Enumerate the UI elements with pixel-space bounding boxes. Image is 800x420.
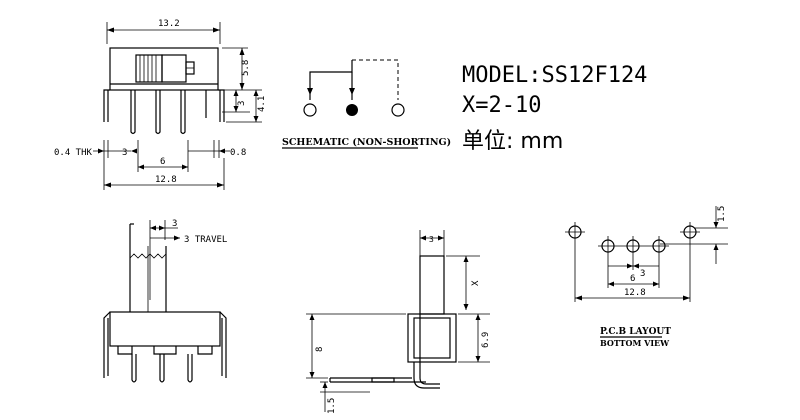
travel-value: 3: [172, 219, 177, 229]
side-x-dim: X: [471, 280, 481, 286]
travel-label: 3 TRAVEL: [184, 235, 227, 245]
specs: MODEL:SS12F124 X=2-10 单位: mm: [462, 63, 647, 154]
pcb-subtitle: BOTTOM VIEW: [600, 338, 670, 348]
pcb-pin-span: 6: [630, 274, 635, 284]
front-view: 13.2 5.8: [54, 19, 267, 190]
x-range-text: X=2-10: [462, 93, 541, 118]
side-overall-height: 8: [315, 347, 325, 352]
dim-thickness: 0.4 THK: [54, 148, 93, 158]
pcb-holes: [565, 222, 700, 256]
terminal-left: [303, 103, 317, 117]
side-offset: 1.5: [327, 398, 337, 414]
pcb-outer-span: 12.8: [624, 288, 646, 298]
dim-body-height: 5.8: [241, 60, 251, 76]
dim-width-top: 13.2: [158, 19, 180, 29]
schematic: SCHEMATIC (NON-SHORTING): [282, 59, 451, 149]
side-body-height: 6.9: [481, 332, 491, 348]
terminal-common: [346, 104, 358, 116]
pcb-layout: 1.5 3 6: [565, 206, 728, 348]
pcb-title: P.C.B LAYOUT: [600, 327, 671, 337]
side-top-width: 3: [429, 235, 434, 244]
dim-pin-span: 6: [160, 157, 165, 167]
terminal-right: [391, 103, 405, 117]
schematic-label: SCHEMATIC (NON-SHORTING): [282, 137, 451, 148]
pcb-offset-top: 1.5: [717, 206, 727, 222]
dim-width-bottom: 12.8: [155, 175, 177, 185]
dim-total-height: 4.1: [257, 96, 267, 112]
dim-pitch-left: 3: [122, 148, 127, 158]
dim-pin-width: 0.8: [230, 148, 246, 158]
side-view: 3 X 6.9 8: [306, 230, 491, 414]
travel-view: 3 3 TRAVEL: [103, 219, 227, 383]
unit-text: 单位: mm: [462, 129, 563, 154]
dim-pin-length: 3: [237, 101, 247, 106]
model-text: MODEL:SS12F124: [462, 63, 647, 88]
pcb-pitch: 3: [640, 269, 645, 279]
